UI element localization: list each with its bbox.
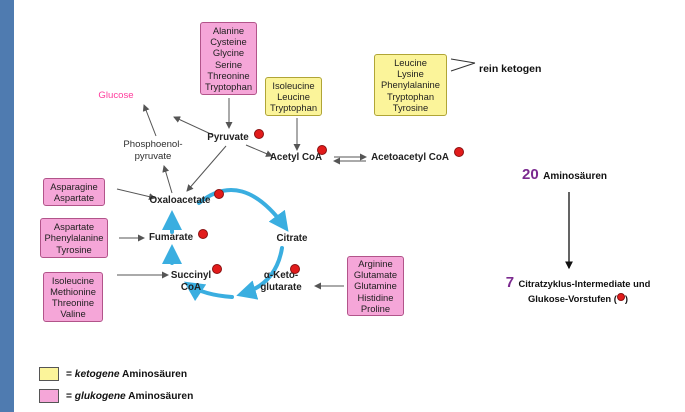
- glucose-label: Glucose: [98, 90, 134, 101]
- amino-acid-item: Phenylalanine: [44, 232, 104, 244]
- amino-acid-item: Threonine: [207, 69, 250, 81]
- amino-acid-item: Serine: [214, 58, 243, 70]
- amino-acid-item: Phenylalanine: [381, 79, 440, 91]
- amino-acid-item: Methionine: [50, 285, 96, 297]
- dot-acetyl-coa: [317, 145, 327, 155]
- amino-acid-item: Glutamate: [353, 269, 398, 281]
- amino-acid-item: Arginine: [358, 257, 393, 269]
- dot-pyruvate: [254, 129, 264, 139]
- diagram-arrows: [116, 58, 573, 302]
- result-text-1: Citratzyklus-Intermediate und: [518, 278, 651, 289]
- result-text-2: Glukose-Vorstufen (: [527, 293, 617, 304]
- dot-fumarate: [198, 229, 208, 239]
- amino-acid-item: Aspartate: [53, 221, 95, 233]
- count-text: Aminosäuren: [543, 171, 608, 182]
- amino-acid-item: Isoleucine: [51, 274, 95, 286]
- result-block: 7 Citratzyklus-Intermediate und Glukose-…: [482, 274, 674, 306]
- legend-ketogenic: = ketogene Aminosäuren: [66, 369, 188, 380]
- amino-acid-item: Asparagine: [50, 180, 98, 192]
- dot-acetoacetyl-coa: [454, 147, 464, 157]
- amino-acid-item: Lysine: [397, 68, 424, 80]
- amino-acid-item: Glutamine: [354, 280, 397, 292]
- amino-acid-item: Tryptophan: [386, 90, 435, 102]
- ketoglutarate-label: α-Keto- glutarate: [260, 270, 302, 293]
- amino-acid-item: Tryptophan: [204, 80, 253, 92]
- amino-acid-item: Alanine: [212, 24, 245, 36]
- amino-acid-item: Tryptophan: [269, 102, 318, 114]
- dot-oxaloacetate: [214, 189, 224, 199]
- amino-acid-item: Aspartate: [53, 192, 95, 203]
- oxaloacetate-label: Oxaloacetate: [149, 195, 211, 206]
- dot-succinyl-coa: [212, 264, 222, 274]
- amino-acid-item: Valine: [60, 308, 86, 320]
- legend-yellow-swatch: [39, 367, 59, 381]
- amino-acid-item: Leucine: [394, 56, 427, 68]
- result-number: 7: [505, 274, 515, 291]
- amino-acid-item: Isoleucine: [272, 79, 315, 91]
- count-number: 20: [522, 166, 539, 183]
- amino-acid-item: Threonine: [51, 297, 95, 308]
- amino-acid-item: Tyrosine: [392, 101, 429, 113]
- amino-acid-item: Histidine: [357, 291, 394, 303]
- amino-acid-item: Proline: [360, 302, 391, 314]
- result-line-2: Glukose-Vorstufen (): [482, 291, 674, 306]
- dot-ketoglutarate: [290, 264, 300, 274]
- amino-acid-item: Tyrosine: [56, 243, 92, 255]
- amino-acid-count: 20 Aminosäuren: [522, 166, 607, 184]
- amino-acid-item: Glycine: [212, 47, 245, 59]
- acetyl-coa-label: Acetyl CoA: [269, 152, 323, 163]
- legend-pink-swatch: [39, 389, 59, 403]
- amino-acid-item: Leucine: [277, 90, 310, 102]
- fumarate-label: Fumarate: [148, 232, 194, 243]
- result-line-1: 7 Citratzyklus-Intermediate und: [482, 274, 674, 291]
- result-close: ): [624, 293, 629, 304]
- acetoacetyl-coa-label: Acetoacetyl CoA: [371, 152, 449, 163]
- succinyl-coa-label: Succinyl CoA: [170, 270, 212, 293]
- pyruvate-label: Pyruvate: [207, 132, 249, 143]
- rein-ketogen-label: rein ketogen: [479, 63, 542, 75]
- legend-glucogenic: = glukogene Aminosäuren: [66, 391, 194, 402]
- result-dot: [616, 293, 625, 301]
- citrate-label: Citrate: [276, 233, 308, 244]
- pep-label: Phosphoenol- pyruvate: [123, 139, 183, 162]
- amino-acid-item: Cysteine: [210, 36, 247, 48]
